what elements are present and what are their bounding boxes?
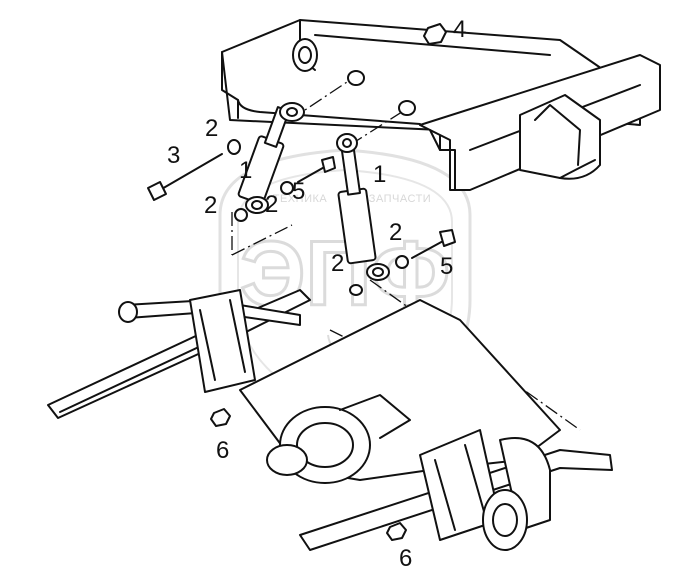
callout-2-mid: 2: [265, 191, 278, 218]
watermark-ring-left: ТЕХНИКА: [273, 193, 328, 205]
callout-2-lower: 2: [331, 250, 344, 277]
frame-bushings: [347, 70, 416, 116]
washer-mid-left: [234, 181, 294, 222]
leaf-spring-left: [47, 289, 311, 419]
callout-2-top: 2: [205, 115, 218, 142]
ubolt-nut-left: [210, 408, 231, 427]
shock-absorber-left: [237, 102, 305, 214]
spring-hanger-bracket: [519, 94, 601, 180]
watermark-ring-right: ЗАПЧАСТИ: [369, 193, 431, 205]
callout-2-right: 2: [389, 219, 402, 246]
nut-top: [423, 23, 447, 45]
callout-labels: 4 2 3 1 1 2 5 2 2 2 5 6 6: [167, 16, 466, 572]
frame-crossmember: [221, 19, 641, 151]
washer-right: [349, 255, 409, 296]
leaf-spring-right: [299, 429, 613, 551]
callout-1-left: 1: [239, 157, 252, 184]
callout-6-right: 6: [399, 545, 412, 572]
callout-5-right: 5: [440, 253, 453, 280]
shock-absorber-right: [336, 133, 390, 281]
callout-2-left: 2: [204, 192, 217, 219]
bolt-short-middle: [297, 156, 336, 183]
callout-3: 3: [167, 142, 180, 169]
bolt-long: [147, 153, 223, 201]
callout-1-right: 1: [373, 161, 386, 188]
callout-4: 4: [453, 16, 466, 43]
callout-6-left: 6: [216, 437, 229, 464]
callout-5-left: 5: [292, 178, 305, 205]
washer-top-left: [227, 139, 241, 155]
bolt-short-right: [411, 229, 456, 259]
ubolt-nut-right: [386, 522, 407, 541]
